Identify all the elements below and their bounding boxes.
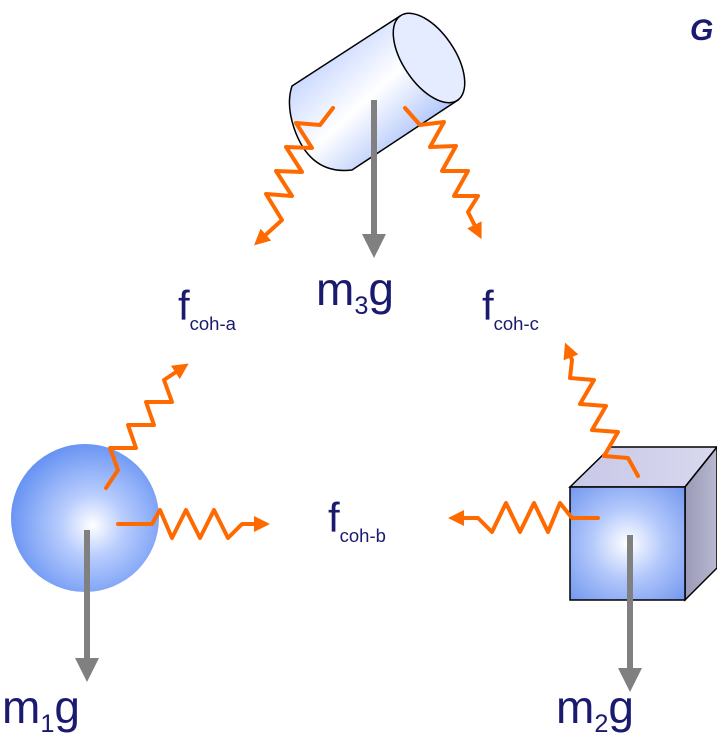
cohesion-wave-c-from-m2 [568,350,638,476]
force-label-coh-b: fcoh-b [328,494,386,542]
mass-label-m1-index: 1 [40,710,54,738]
force-label-coh-c: fcoh-c [482,282,539,330]
mass-label-m3-suffix: g [368,263,394,315]
mass-label-m3-prefix: m [316,263,354,315]
mass-label-m3: m3g [316,262,394,316]
mass-label-m2-index: 2 [594,710,608,738]
mass-label-m1: m1g [2,680,80,734]
mass-label-m2-suffix: g [608,681,634,733]
mass-label-m1-prefix: m [2,681,40,733]
force-label-coh-a: fcoh-a [178,282,236,330]
corner-title-fragment: G [690,14,713,48]
mass-label-m2-prefix: m [556,681,594,733]
force-label-coh-b-subscript: coh-b [340,525,386,546]
force-label-coh-a-symbol: f [178,282,190,329]
cube-object [570,447,717,600]
cohesion-wave-a-from-m1 [106,368,182,488]
force-label-coh-b-symbol: f [328,494,340,541]
force-label-coh-c-symbol: f [482,282,494,329]
mass-label-m3-index: 3 [354,292,368,320]
force-label-coh-a-subscript: coh-a [190,313,236,334]
force-label-coh-c-subscript: coh-c [494,313,539,334]
mass-label-m2: m2g [556,680,634,734]
mass-label-m1-suffix: g [54,681,80,733]
